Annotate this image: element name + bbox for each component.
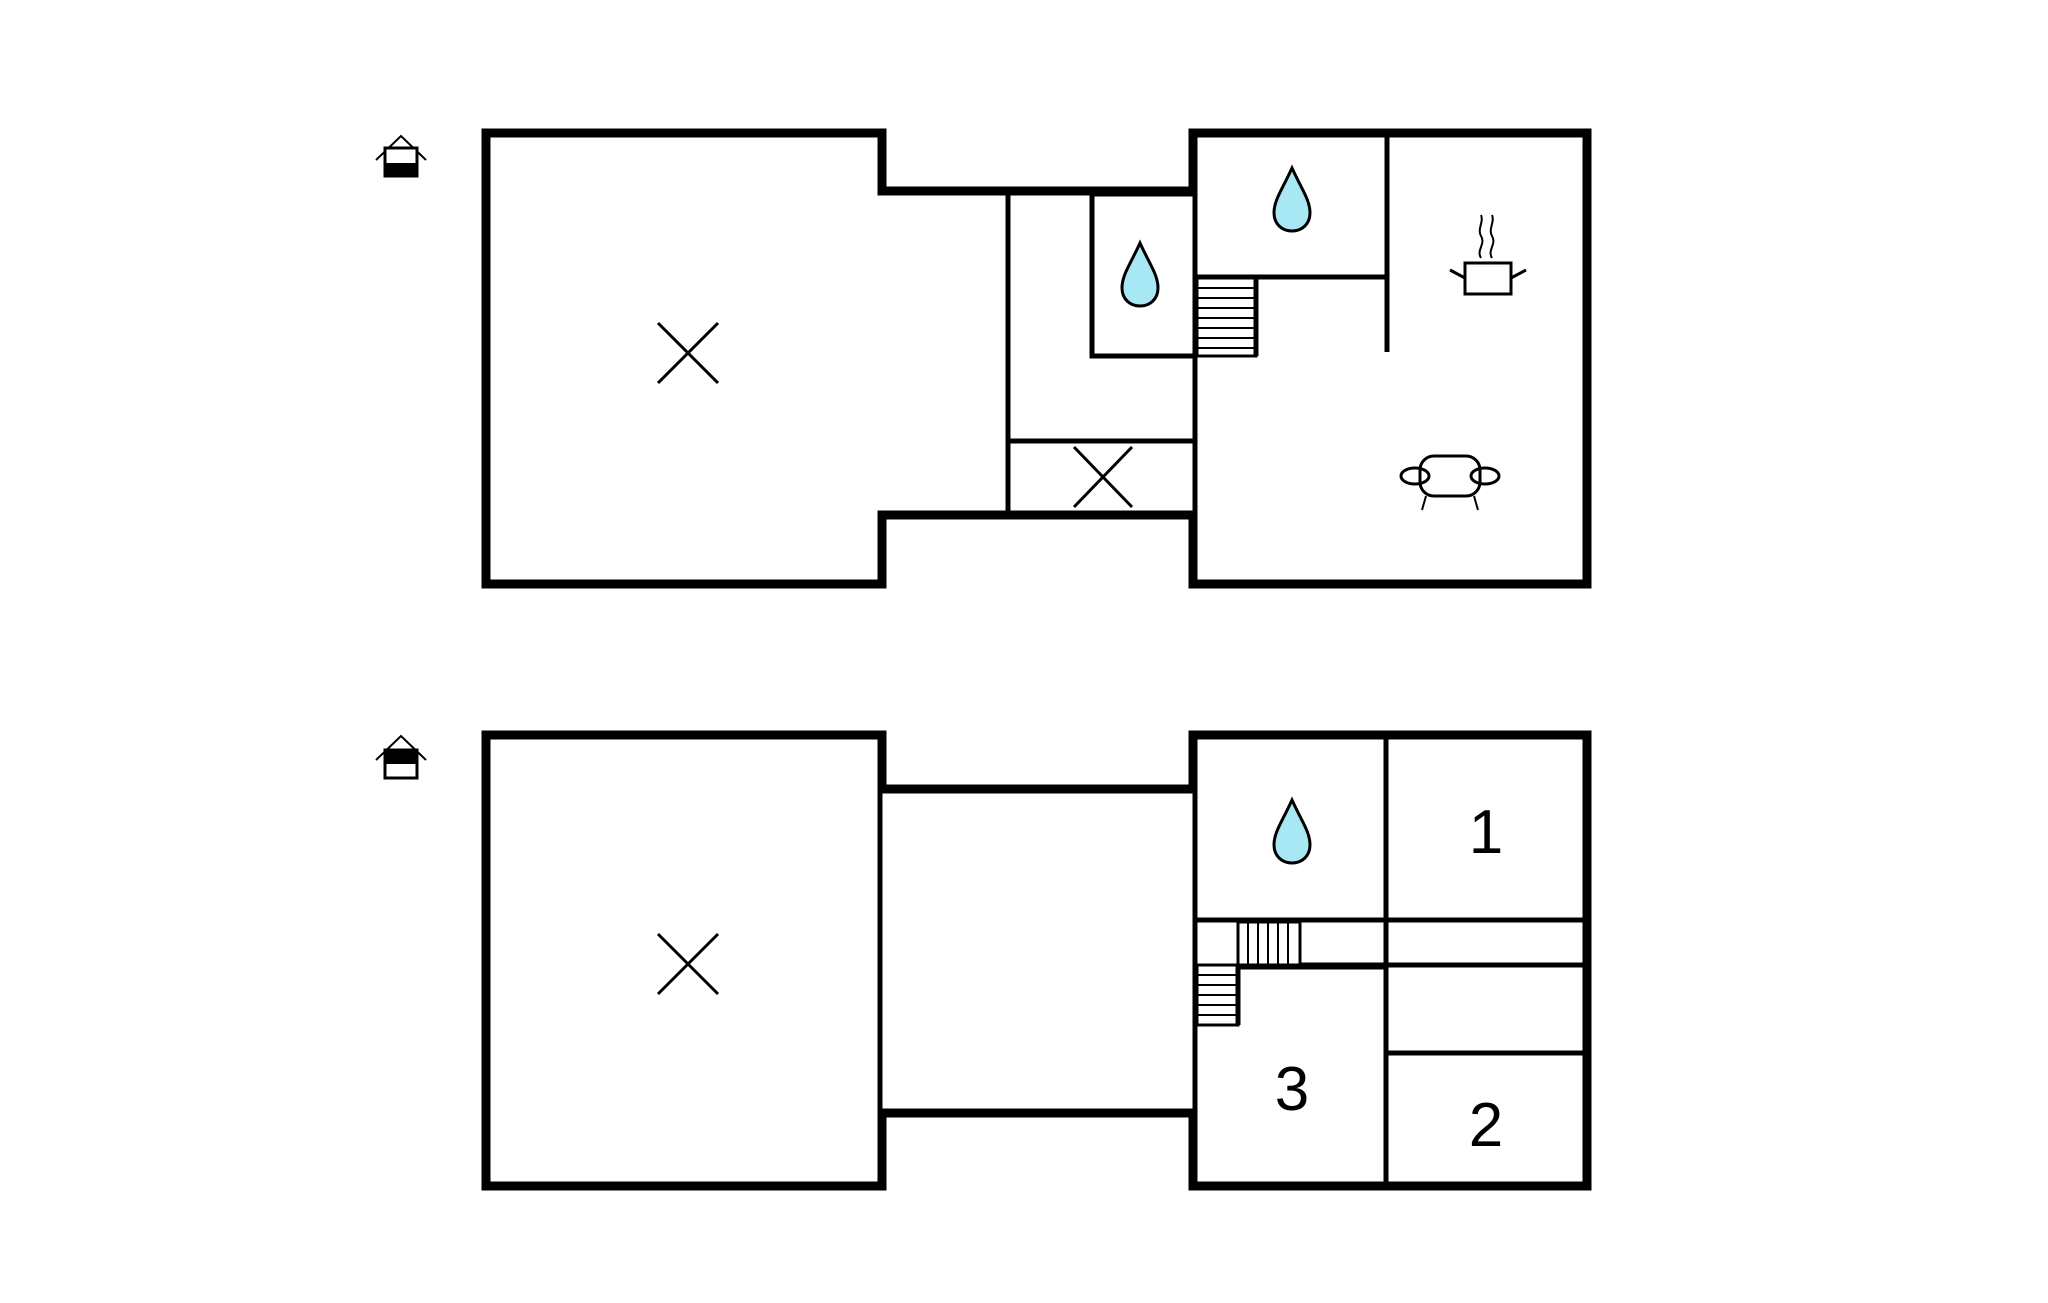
exterior-walls [481,730,1592,1191]
ground-floor-plan [375,128,1592,589]
water-drop-icon [1272,164,1312,233]
room-number-3: 3 [1275,1055,1309,1124]
water-drop-icon [1272,796,1312,865]
unused-area-cross-icon [656,321,720,385]
staircase [1195,920,1302,1027]
staircase [1195,275,1258,358]
upper-floor-plan: 1 2 3 [375,730,1592,1191]
storage-cross-icon [1072,445,1134,509]
room-number-2: 2 [1469,1091,1503,1160]
cooking-pot-icon [1449,214,1527,296]
sofa-icon [1399,454,1501,511]
exterior-walls [481,128,1592,589]
house-upper-floor-icon [375,734,427,780]
water-drop-icon [1120,239,1160,308]
house-ground-floor-icon [375,134,427,178]
room-number-1: 1 [1469,798,1503,867]
interior-walls [877,735,1584,1186]
unused-area-cross-icon [656,932,720,996]
